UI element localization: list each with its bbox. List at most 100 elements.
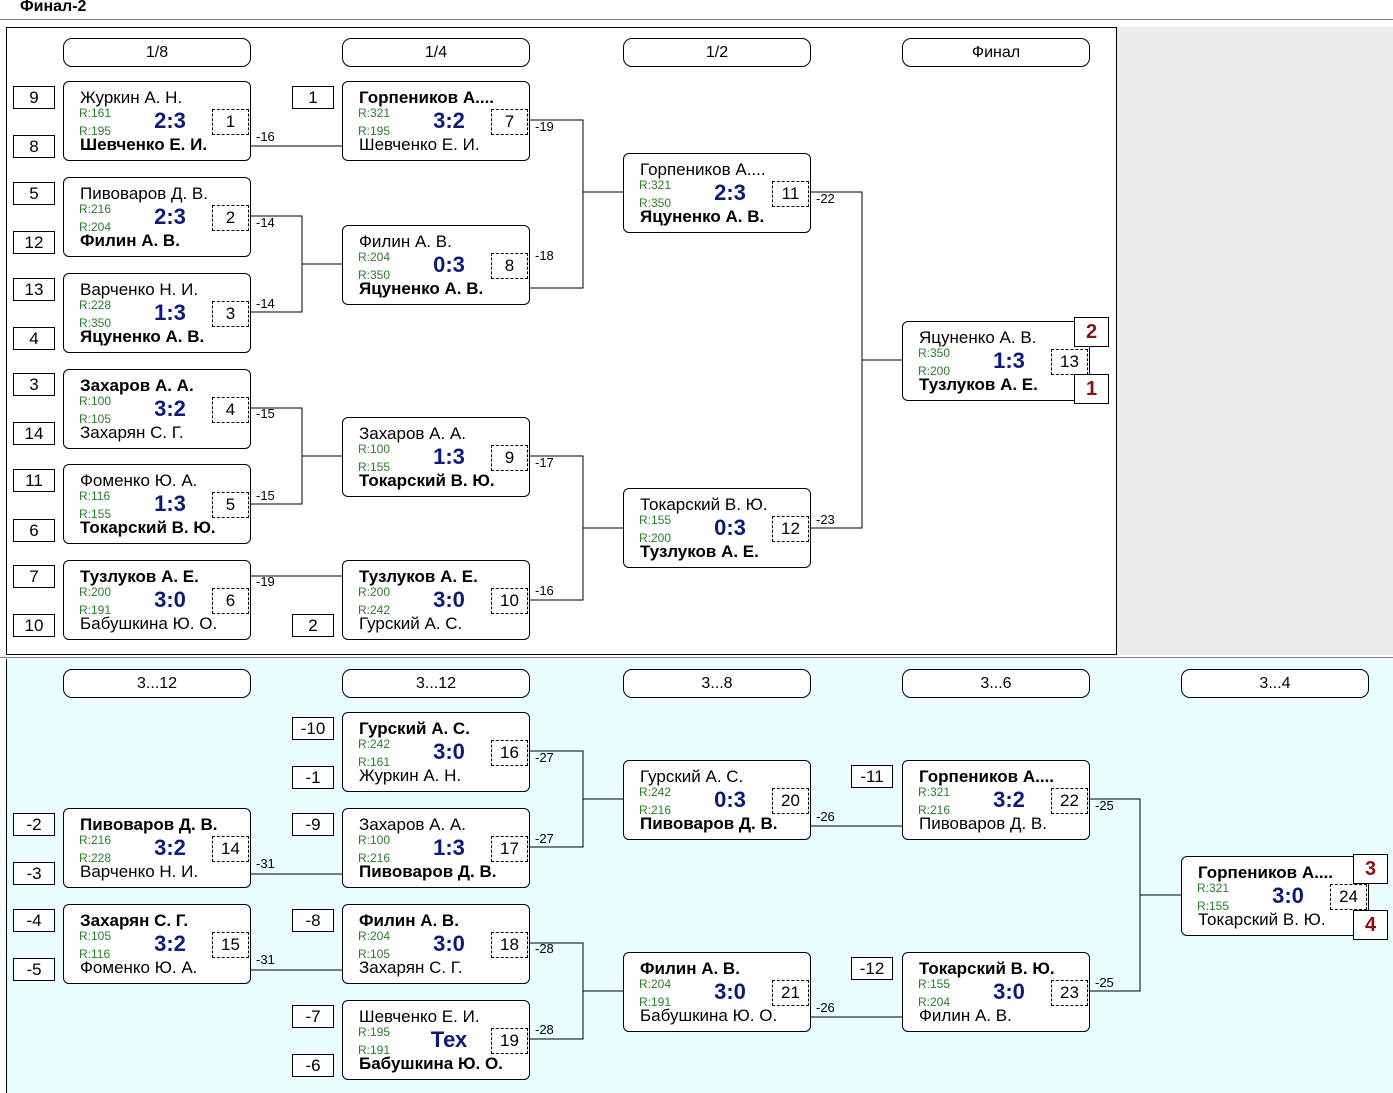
rating-top: R:100 xyxy=(358,833,391,847)
seed-number: -9 xyxy=(292,813,334,836)
match-score: 2:3 xyxy=(714,180,746,205)
player-top: Гурский А. С. xyxy=(640,767,744,786)
player-top: Филин А. В. xyxy=(359,911,459,930)
player-bottom: Пивоваров Д. В. xyxy=(640,814,778,833)
seed-number: 7 xyxy=(13,565,55,588)
loser-destination-label: -26 xyxy=(816,809,835,824)
match-number: 7 xyxy=(491,109,528,135)
match-score: 3:2 xyxy=(433,108,465,133)
player-top: Горпеников А.... xyxy=(640,160,766,179)
player-top: Фоменко Ю. А. xyxy=(80,471,198,490)
player-top: Филин А. В. xyxy=(640,959,740,978)
rating-bottom: R:191 xyxy=(358,1043,391,1057)
player-bottom: Тузлуков А. Е. xyxy=(919,375,1038,394)
rating-bottom: R:191 xyxy=(639,995,672,1009)
player-top: Журкин А. Н. xyxy=(80,88,183,107)
match-number: 8 xyxy=(491,253,528,279)
loser-destination-label: -16 xyxy=(256,129,275,144)
rating-top: R:204 xyxy=(639,977,672,991)
rating-top: R:155 xyxy=(639,513,672,527)
round-header: 1/4 xyxy=(342,38,530,67)
rating-top: R:216 xyxy=(79,202,112,216)
seed-number: 13 xyxy=(13,278,55,301)
round-header: 3...8 xyxy=(623,669,811,698)
match-score: 2:3 xyxy=(154,108,186,133)
loser-destination-label: -27 xyxy=(535,750,554,765)
final-place-badge: 3 xyxy=(1353,854,1388,884)
loser-destination-label: -17 xyxy=(535,455,554,470)
match-score: 2:3 xyxy=(154,204,186,229)
match-number: 4 xyxy=(212,397,249,423)
match-score: 3:0 xyxy=(714,979,746,1004)
match-score: 3:2 xyxy=(154,396,186,421)
rating-top: R:200 xyxy=(358,585,391,599)
match-score: 3:2 xyxy=(154,835,186,860)
round-header: 1/8 xyxy=(63,38,251,67)
match-score: 3:0 xyxy=(433,931,465,956)
seed-number: -4 xyxy=(13,909,55,932)
loser-destination-label: -31 xyxy=(256,952,275,967)
match-score: 1:3 xyxy=(154,300,186,325)
rating-bottom: R:200 xyxy=(639,531,672,545)
rating-top: R:216 xyxy=(79,833,112,847)
rating-top: R:242 xyxy=(358,737,391,751)
player-top: Тузлуков А. Е. xyxy=(80,567,199,586)
title-divider xyxy=(0,19,1393,20)
final-place-badge: 4 xyxy=(1353,910,1388,940)
rating-bottom: R:204 xyxy=(79,220,112,234)
match-number: 23 xyxy=(1051,980,1088,1006)
seed-number: -2 xyxy=(13,813,55,836)
player-bottom: Токарский В. Ю. xyxy=(1198,910,1326,929)
seed-number: 14 xyxy=(13,422,55,445)
match-score: 3:0 xyxy=(154,587,186,612)
seed-number: -6 xyxy=(292,1054,334,1077)
rating-bottom: R:350 xyxy=(639,196,672,210)
loser-destination-label: -15 xyxy=(256,488,275,503)
rating-top: R:321 xyxy=(1197,881,1230,895)
match-number: 10 xyxy=(491,588,528,614)
match-score: 1:3 xyxy=(433,835,465,860)
seed-number: 4 xyxy=(13,327,55,350)
loser-destination-label: -16 xyxy=(535,583,554,598)
player-bottom: Яцуненко А. В. xyxy=(359,279,484,298)
rating-bottom: R:195 xyxy=(358,124,391,138)
loser-destination-label: -28 xyxy=(535,1022,554,1037)
match-number: 3 xyxy=(212,301,249,327)
match-number: 1 xyxy=(212,109,249,135)
loser-destination-label: -25 xyxy=(1095,975,1114,990)
loser-destination-label: -22 xyxy=(816,191,835,206)
seed-number: -5 xyxy=(13,958,55,981)
rating-top: R:100 xyxy=(358,442,391,456)
loser-destination-label: -19 xyxy=(256,574,275,589)
rating-bottom: R:242 xyxy=(358,603,391,617)
seed-number: 9 xyxy=(13,86,55,109)
player-bottom: Токарский В. Ю. xyxy=(80,518,216,537)
rating-bottom: R:155 xyxy=(358,460,391,474)
player-top: Токарский В. Ю. xyxy=(919,959,1055,978)
rating-bottom: R:216 xyxy=(918,803,951,817)
